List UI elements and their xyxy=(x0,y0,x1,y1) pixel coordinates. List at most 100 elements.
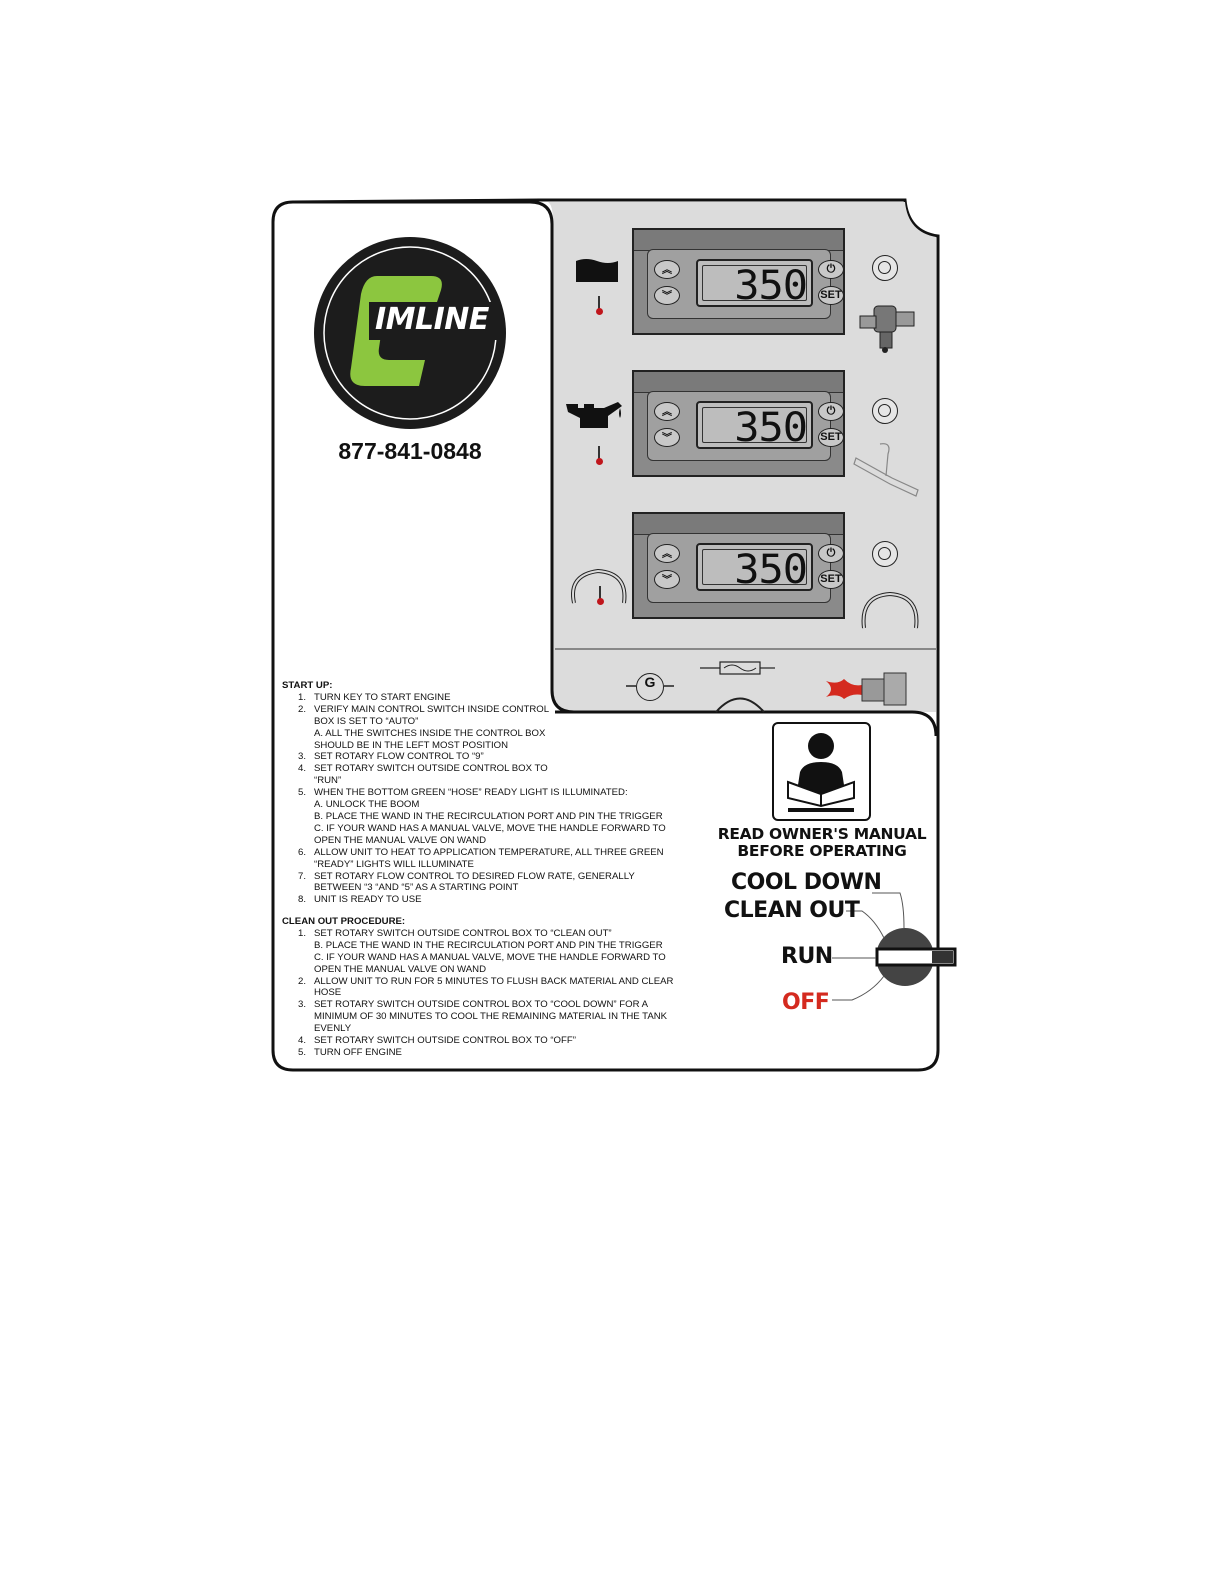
startup-step: B. PLACE THE WAND IN THE RECIRCULATION P… xyxy=(282,811,666,823)
decrease-button[interactable]: ︾ xyxy=(654,286,680,305)
rotary-switch-knob[interactable] xyxy=(876,928,958,986)
step-text: SET ROTARY SWITCH OUTSIDE CONTROL BOX TO… xyxy=(314,927,612,939)
decrease-button[interactable]: ︾ xyxy=(654,570,680,589)
step-text: “RUN” xyxy=(314,775,342,787)
temperature-controller-2: ︽ ︾ 350 ⏻ SET xyxy=(632,370,845,477)
cleanout-step: 3.SET ROTARY SWITCH OUTSIDE CONTROL BOX … xyxy=(282,999,673,1011)
flame-icon xyxy=(826,672,907,706)
startup-step: 6. ALLOW UNIT TO HEAT TO APPLICATION TEMP… xyxy=(282,847,666,859)
cleanout-step: C. IF YOUR WAND HAS A MANUAL VALVE, MOVE… xyxy=(282,952,673,964)
temperature-controller-1: ︽ ︾ 350 ⏻ SET xyxy=(632,228,845,335)
startup-step: “READY” LIGHTS WILL ILLUMINATE xyxy=(282,859,666,871)
step-number: 1. xyxy=(297,691,306,703)
phone-number: 877-841-0848 xyxy=(338,438,482,464)
startup-step: 4. SET ROTARY SWITCH OUTSIDE CONTROL BOX … xyxy=(282,763,666,775)
startup-step: C. IF YOUR WAND HAS A MANUAL VALVE, MOVE… xyxy=(282,823,666,835)
oil-can-icon xyxy=(566,402,622,428)
step-text: B. PLACE THE WAND IN THE RECIRCULATION P… xyxy=(314,810,663,822)
step-text: “READY” LIGHTS WILL ILLUMINATE xyxy=(314,858,474,870)
startup-step: 1. TURN KEY TO START ENGINE xyxy=(282,692,666,704)
temperature-readout: 350 xyxy=(734,405,808,451)
step-text: TURN KEY TO START ENGINE xyxy=(314,691,451,703)
temperature-controller-3: ︽ ︾ 350 ⏻ SET xyxy=(632,512,845,619)
cleanout-instructions: CLEAN OUT PROCEDURE: 1. SET ROTARY SWITCH… xyxy=(282,916,673,1059)
power-icon: ⏻ xyxy=(826,405,836,417)
switch-label-run: RUN xyxy=(781,944,833,969)
cleanout-step: 2. ALLOW UNIT TO RUN FOR 5 MINUTES TO FLU… xyxy=(282,975,674,988)
cleanout-title: CLEAN OUT PROCEDURE: xyxy=(282,916,406,927)
manual-warning-line2: BEFORE OPERATING xyxy=(737,842,907,860)
step-text: WHEN THE BOTTOM GREEN “HOSE” READY LIGHT… xyxy=(314,787,628,799)
read-manual-icon xyxy=(772,722,871,821)
switch-label-off: OFF xyxy=(782,990,830,1015)
step-text: SET ROTARY SWITCH OUTSIDE CONTROL BOX TO xyxy=(314,763,548,775)
step-text: SET ROTARY SWITCH OUTSIDE CONTROL BOX TO… xyxy=(314,1035,576,1047)
step-text: VERIFY MAIN CONTROL SWITCH INSIDE CONTRO… xyxy=(314,703,550,715)
power-button[interactable]: ⏻ xyxy=(818,402,844,421)
temperature-display: 350 xyxy=(696,543,813,593)
thermometer-icon xyxy=(597,586,604,606)
temperature-display: 350 xyxy=(696,401,813,451)
step-text: UNIT IS READY TO USE xyxy=(314,894,422,906)
chevron-down-icon: ︾ xyxy=(662,575,672,586)
step-number: 4. xyxy=(297,1035,306,1047)
power-icon: ⏻ xyxy=(826,263,836,275)
thermometer-icon xyxy=(596,446,603,466)
manual-warning-line1: READ OWNER'S MANUAL xyxy=(717,825,927,843)
set-button[interactable]: SET xyxy=(818,428,844,447)
cleanout-step: EVENLY xyxy=(282,1023,673,1035)
ready-light-3 xyxy=(872,541,898,567)
startup-step: 2. VERIFY MAIN CONTROL SWITCH INSIDE CONT… xyxy=(282,704,666,716)
thermometer-icon xyxy=(596,296,603,316)
burner-valve-icon xyxy=(859,305,915,353)
step-number: 3. xyxy=(297,751,306,763)
step-text: SET ROTARY FLOW CONTROL TO “9” xyxy=(314,751,484,763)
chevron-up-icon: ︽ xyxy=(662,265,672,276)
step-number: 5. xyxy=(297,1046,306,1058)
step-text: A. UNLOCK THE BOOM xyxy=(314,799,420,811)
ready-light-2 xyxy=(872,398,898,424)
cleanout-step: HOSE xyxy=(282,987,673,999)
step-text: ALLOW UNIT TO RUN FOR 5 MINUTES TO FLUSH… xyxy=(314,975,674,987)
cleanout-step: MINIMUM OF 30 MINUTES TO COOL THE REMAIN… xyxy=(282,1011,673,1023)
step-text: EVENLY xyxy=(314,1023,352,1035)
startup-step: BOX IS SET TO “AUTO” xyxy=(282,716,666,728)
temperature-display: 350 xyxy=(696,259,813,309)
step-text: SET ROTARY FLOW CONTROL TO DESIRED FLOW … xyxy=(314,870,635,882)
power-icon: ⏻ xyxy=(826,547,836,559)
step-number: 4. xyxy=(297,763,306,775)
power-button[interactable]: ⏻ xyxy=(818,260,844,279)
increase-button[interactable]: ︽ xyxy=(654,260,680,279)
step-number: 6. xyxy=(297,846,306,858)
step-text: OPEN THE MANUAL VALVE ON WAND xyxy=(314,963,487,975)
logo-text: IMLINE xyxy=(375,302,489,337)
cleanout-step: 4. SET ROTARY SWITCH OUTSIDE CONTROL BOX … xyxy=(282,1035,673,1047)
step-text: HOSE xyxy=(314,987,342,999)
startup-step: “RUN” xyxy=(282,775,666,787)
gauge-g: G xyxy=(636,673,664,701)
step-number: 1. xyxy=(297,927,306,939)
chevron-down-icon: ︾ xyxy=(662,291,672,302)
step-text: BETWEEN “3 “AND “5” AS A STARTING POINT xyxy=(314,882,519,894)
chevron-down-icon: ︾ xyxy=(662,433,672,444)
chevron-up-icon: ︽ xyxy=(662,407,672,418)
decrease-button[interactable]: ︾ xyxy=(654,428,680,447)
cleanout-step: OPEN THE MANUAL VALVE ON WAND xyxy=(282,964,673,976)
increase-button[interactable]: ︽ xyxy=(654,402,680,421)
increase-button[interactable]: ︽ xyxy=(654,544,680,563)
step-number: 3. xyxy=(297,999,306,1011)
step-text: MINIMUM OF 30 MINUTES TO COOL THE REMAIN… xyxy=(314,1011,668,1023)
set-button[interactable]: SET xyxy=(818,286,844,305)
step-number: 2. xyxy=(297,975,306,987)
ready-light-1 xyxy=(872,255,898,281)
startup-step: SHOULD BE IN THE LEFT MOST POSITION xyxy=(282,740,666,752)
startup-step: OPEN THE MANUAL VALVE ON WAND xyxy=(282,835,666,847)
step-text: ALLOW UNIT TO HEAT TO APPLICATION TEMPER… xyxy=(314,846,664,858)
step-number: 2. xyxy=(297,703,306,715)
startup-step: 5.WHEN THE BOTTOM GREEN “HOSE” READY LIG… xyxy=(282,787,666,799)
startup-step: A. ALL THE SWITCHES INSIDE THE CONTROL B… xyxy=(282,728,666,740)
set-button[interactable]: SET xyxy=(818,570,844,589)
step-text: BOX IS SET TO “AUTO” xyxy=(314,715,419,727)
switch-label-clean-out: CLEAN OUT xyxy=(724,898,860,923)
power-button[interactable]: ⏻ xyxy=(818,544,844,563)
